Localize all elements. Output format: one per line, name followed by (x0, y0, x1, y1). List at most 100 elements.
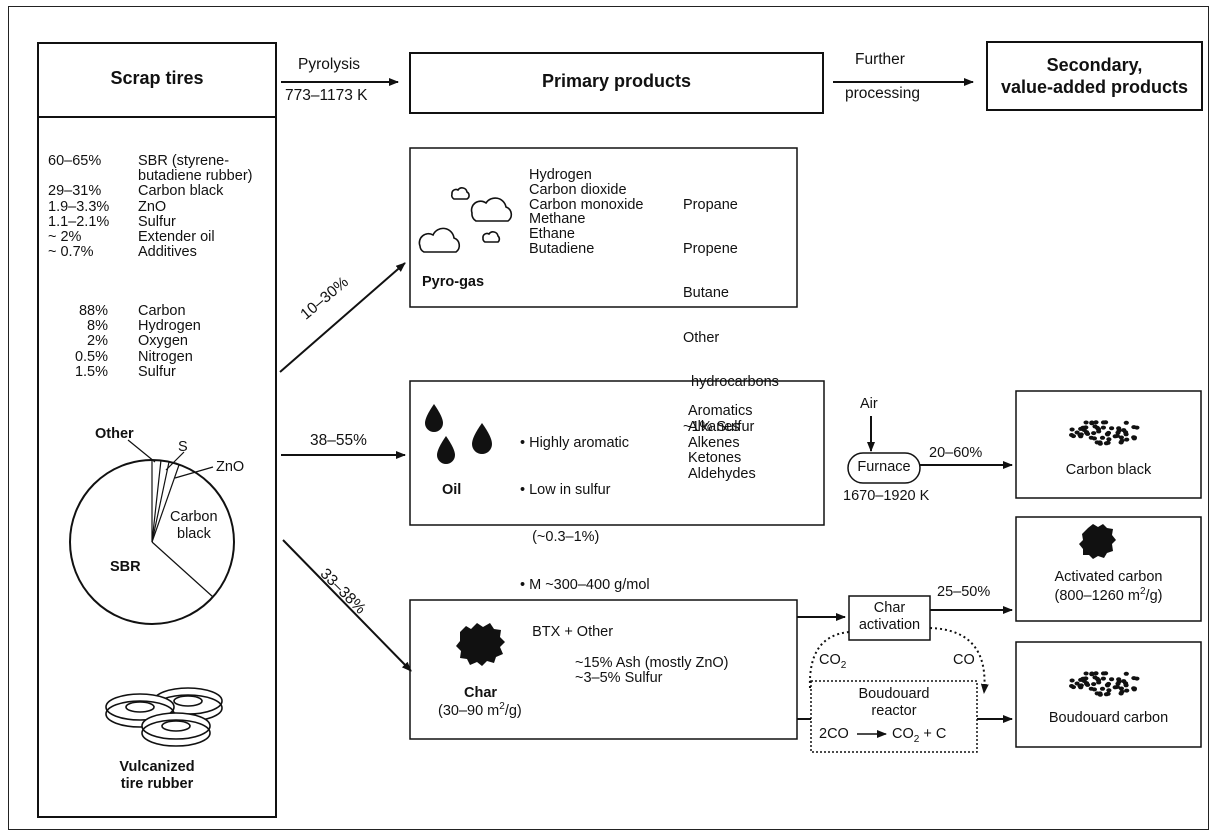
particle-dot (1096, 680, 1102, 685)
particle-dot (1091, 436, 1097, 441)
composition-percent: 1.1–2.1% (48, 213, 110, 230)
particle-dot (1131, 425, 1137, 430)
boudouard-carbon-particles-icon (1069, 671, 1140, 697)
composition-percent (48, 169, 109, 184)
furnace-label: Furnace (857, 459, 911, 475)
oil-compound: Aldehydes (688, 466, 756, 483)
composition-percent: 60–65% (48, 153, 102, 169)
particle-dot (1100, 671, 1107, 676)
gas-component: Hydrogen (529, 167, 592, 183)
composition-name: Sulfur (138, 213, 176, 230)
element-name: Nitrogen (138, 348, 193, 365)
char-activation-line2: activation (858, 617, 921, 633)
oil-property: • M ~300–400 g/mol (520, 576, 650, 593)
particle-dot (1092, 424, 1098, 429)
equation-product: CO2 + C (892, 726, 947, 745)
tire-caption-line2: tire rubber (120, 776, 194, 792)
co-loop-path (929, 627, 989, 694)
secondary-title-line2: value-added products (1000, 77, 1189, 97)
gas-component: hydrocarbons (683, 374, 779, 391)
particle-dot (1112, 685, 1118, 690)
particle-dot (1069, 678, 1075, 683)
gas-yield-arrow (279, 262, 406, 373)
particle-dot (1080, 425, 1086, 430)
particle-dot (1093, 420, 1099, 425)
particle-dot (1131, 436, 1137, 441)
other-label-leader (127, 439, 156, 463)
boudouard-carbon-box (1015, 641, 1202, 748)
char-sulfur: ~3–5% Sulfur (575, 670, 663, 686)
particle-dot (1105, 691, 1111, 696)
particle-dot (1089, 420, 1095, 425)
particle-dot (1124, 437, 1130, 442)
composition-name: Carbon black (138, 183, 224, 200)
particle-dot (1105, 681, 1112, 686)
element-name: Carbon (138, 303, 186, 319)
oil-property: BTX + Other (520, 624, 614, 641)
gas-component: Butane (683, 285, 729, 302)
composition-name: SBR (styrene- (138, 153, 230, 169)
particle-dot (1109, 426, 1115, 431)
furnace-temperature: 1670–1920 K (843, 488, 930, 504)
equation-reactant: 2CO (819, 726, 849, 742)
element-percents: 88% 8% 2% 0.5% 1.5% (58, 303, 108, 380)
composition-name: Extender oil (138, 229, 215, 246)
particle-dot (1092, 675, 1098, 680)
boudouard-reactor-line2: reactor (871, 703, 917, 719)
pyrogas-label: Pyro-gas (422, 274, 485, 290)
particle-dot (1123, 430, 1129, 435)
char-particle-icon (456, 623, 505, 666)
particle-dot (1131, 687, 1137, 692)
oil-compounds: Aromatics Alkanes Alkenes Ketones Aldehy… (688, 403, 756, 483)
particle-dot (1069, 433, 1075, 437)
particle-dot (1106, 437, 1112, 442)
boudouard-reactor-line1: Boudouard (858, 686, 930, 702)
element-name: Sulfur (138, 363, 176, 380)
further-label: Further (855, 51, 905, 68)
gas-component: Ethane (529, 226, 575, 243)
pyrogas-column2: Propane Propene Butane Other hydrocarbon… (683, 168, 779, 464)
particle-dot (1084, 682, 1090, 687)
s-label-leader (165, 451, 185, 471)
secondary-title-line1: Secondary, (1046, 55, 1143, 75)
gas-component: Methane (529, 211, 586, 228)
element-percent: 1.5% (74, 363, 108, 380)
gas-component: Carbon dioxide (529, 181, 627, 198)
particle-dot (1097, 692, 1103, 697)
particle-dot (1123, 681, 1129, 686)
char-yield-arrow (282, 539, 412, 672)
processing-label: processing (845, 85, 920, 102)
particle-dot (1096, 429, 1102, 434)
co-recycle-label: CO (953, 652, 975, 668)
oil-compound: Alkanes (688, 418, 740, 435)
oil-droplet-icon (425, 404, 492, 464)
pie-label-other: Other (95, 426, 134, 442)
air-label: Air (860, 396, 878, 412)
pie-label-s: S (178, 439, 188, 455)
element-percent: 8% (87, 318, 108, 335)
pyrogas-box (409, 147, 798, 308)
particle-dot (1083, 420, 1089, 425)
composition-percent: ~ 2% (48, 229, 82, 246)
element-name: Hydrogen (138, 318, 201, 335)
particle-dot (1093, 671, 1099, 676)
composition-percents: 60–65% 29–31% 1.9–3.3% 1.1–2.1% ~ 2% ~ 0… (48, 153, 110, 260)
activation-yield: 25–50% (937, 584, 991, 600)
gas-component: Other (683, 329, 720, 346)
particle-dot (1100, 676, 1106, 681)
particle-dot (1105, 440, 1111, 445)
char-ash: ~15% Ash (mostly ZnO) (575, 655, 729, 671)
tire-stack-icon (105, 687, 223, 747)
pyrolysis-temperature: 773–1173 K (285, 87, 368, 104)
scrap-tires-body-box (37, 116, 277, 818)
particle-dot (1069, 427, 1075, 432)
particle-dot (1118, 686, 1124, 691)
pie-label-zno: ZnO (216, 459, 245, 475)
particle-dot (1105, 430, 1112, 435)
gas-component: Propene (683, 240, 738, 257)
particle-dot (1123, 420, 1129, 425)
composition-name: ZnO (138, 198, 167, 215)
pie-label-carbon-line1: Carbon (170, 509, 218, 525)
composition-percent: 29–31% (48, 183, 102, 200)
pie-label-carbon-line2: black (177, 526, 211, 542)
